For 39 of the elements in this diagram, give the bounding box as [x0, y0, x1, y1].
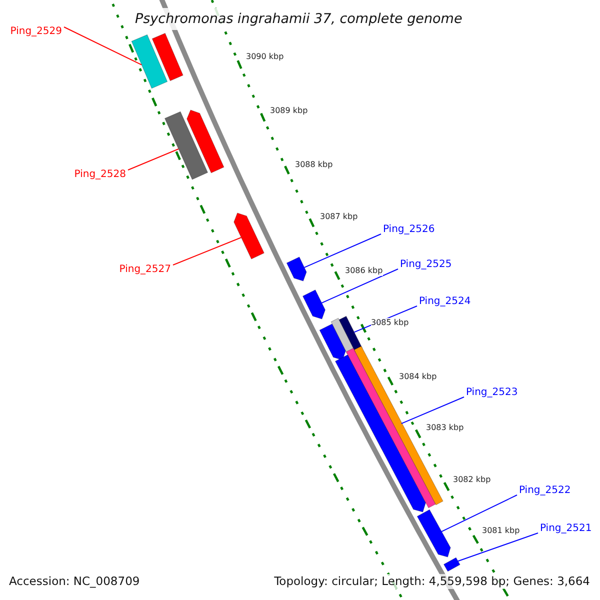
scale-label: 3088 kbp — [295, 160, 333, 170]
leader-line — [172, 237, 242, 266]
gene-feature — [234, 212, 264, 260]
gene-feature — [131, 34, 168, 89]
gene-feature — [319, 324, 346, 360]
leader-line — [64, 26, 142, 66]
scale-label: 3083 kbp — [426, 423, 464, 433]
leader-line — [458, 532, 538, 562]
scale-label: 3082 kbp — [453, 475, 491, 485]
footer-text: Topology: circular; Length: 4,559,598 bp; Genes: 3,664 — [274, 574, 590, 589]
gene-feature — [416, 509, 451, 558]
leader-line — [128, 148, 179, 170]
leader-line — [441, 494, 518, 532]
gene-feature — [186, 110, 224, 174]
gene-label: Ping_2527 — [119, 264, 171, 276]
gene-label: Ping_2528 — [74, 169, 126, 181]
gene-label: Ping_2524 — [419, 296, 471, 308]
footer-text: Accession: NC_008709 — [9, 574, 140, 589]
gene-label: Ping_2521 — [540, 523, 592, 535]
gene-label: Ping_2529 — [10, 26, 62, 38]
gene-label: Ping_2525 — [400, 259, 452, 271]
scale-label: 3081 kbp — [482, 526, 520, 536]
scale-label: 3086 kbp — [345, 266, 383, 276]
gene-feature — [443, 557, 460, 572]
gene-feature — [302, 290, 326, 320]
scale-label: 3087 kbp — [320, 212, 358, 222]
leader-line — [321, 268, 398, 304]
scale-label: 3089 kbp — [270, 106, 308, 116]
scale-label: 3084 kbp — [399, 372, 437, 382]
gene-feature — [286, 256, 307, 282]
scale-label: 3085 kbp — [371, 318, 409, 328]
leader-line — [304, 234, 382, 268]
gene-label: Ping_2526 — [383, 224, 435, 236]
gene-label: Ping_2523 — [466, 387, 518, 399]
gene-label: Ping_2522 — [519, 485, 571, 497]
gene-feature — [152, 32, 184, 82]
gene-feature — [164, 111, 208, 180]
leader-line — [400, 396, 464, 424]
scale-label: 3090 kbp — [246, 52, 284, 62]
